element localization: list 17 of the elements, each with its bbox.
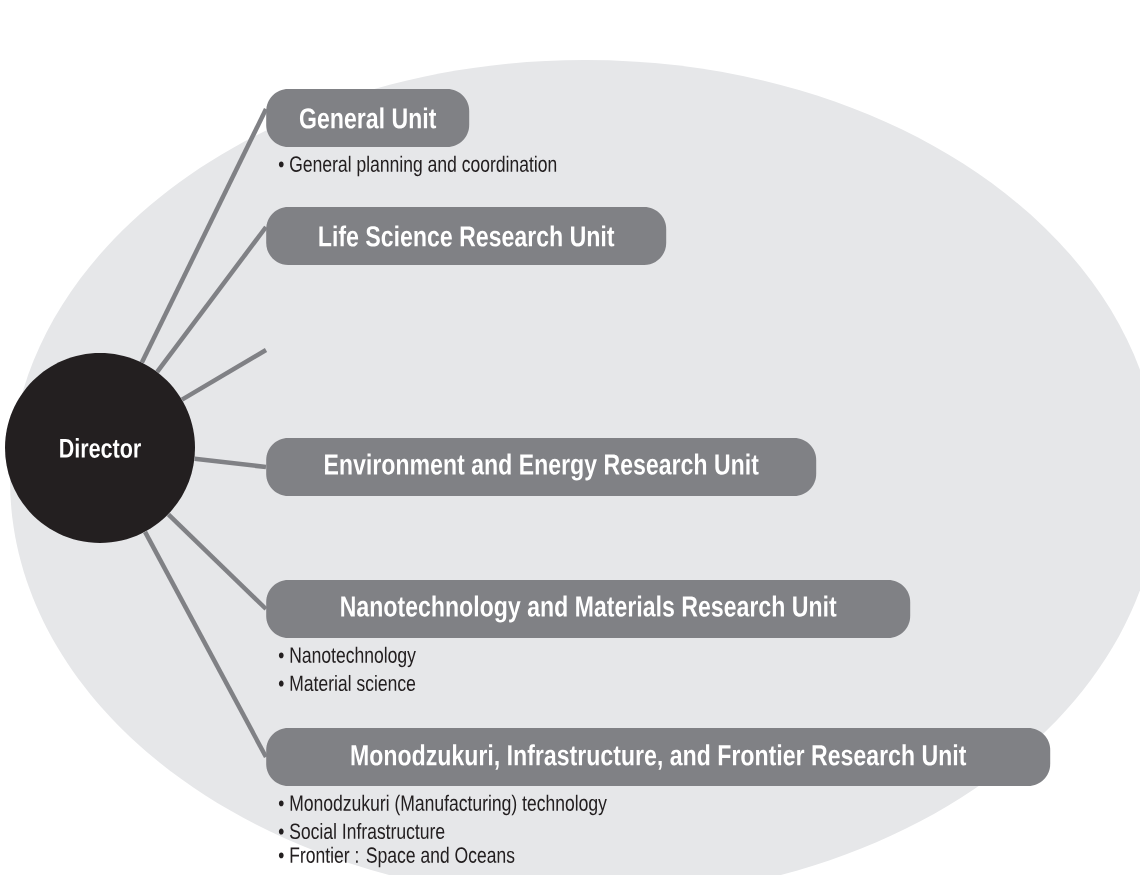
unit-box: Monodzukuri, Infrastructure, and Frontier Research Unit (266, 728, 1051, 786)
connector-line (180, 348, 268, 402)
bullet-item: • Nanotechnology (278, 646, 416, 668)
connector-line (194, 456, 267, 470)
bullet-item: • Social Infrastructure (278, 822, 445, 840)
connector-line (166, 512, 268, 611)
bullet-item: • Material science (278, 674, 416, 692)
unit-box: Environment and Energy Research Unit (266, 438, 817, 496)
connector-line (139, 108, 269, 364)
connector-line (155, 225, 268, 374)
bullet-item: • Frontier : Space and Oceans (278, 846, 515, 868)
unit-box: Life Science Research Unit (266, 207, 667, 265)
bullet-item: • Monodzukuri (Manufacturing) technology (278, 794, 607, 816)
unit-box: General Unit (266, 89, 470, 147)
bullet-item: • General planning and coordination (278, 155, 557, 177)
unit-box: Nanotechnology and Materials Research Unit (266, 580, 911, 638)
connector-line (143, 530, 268, 759)
